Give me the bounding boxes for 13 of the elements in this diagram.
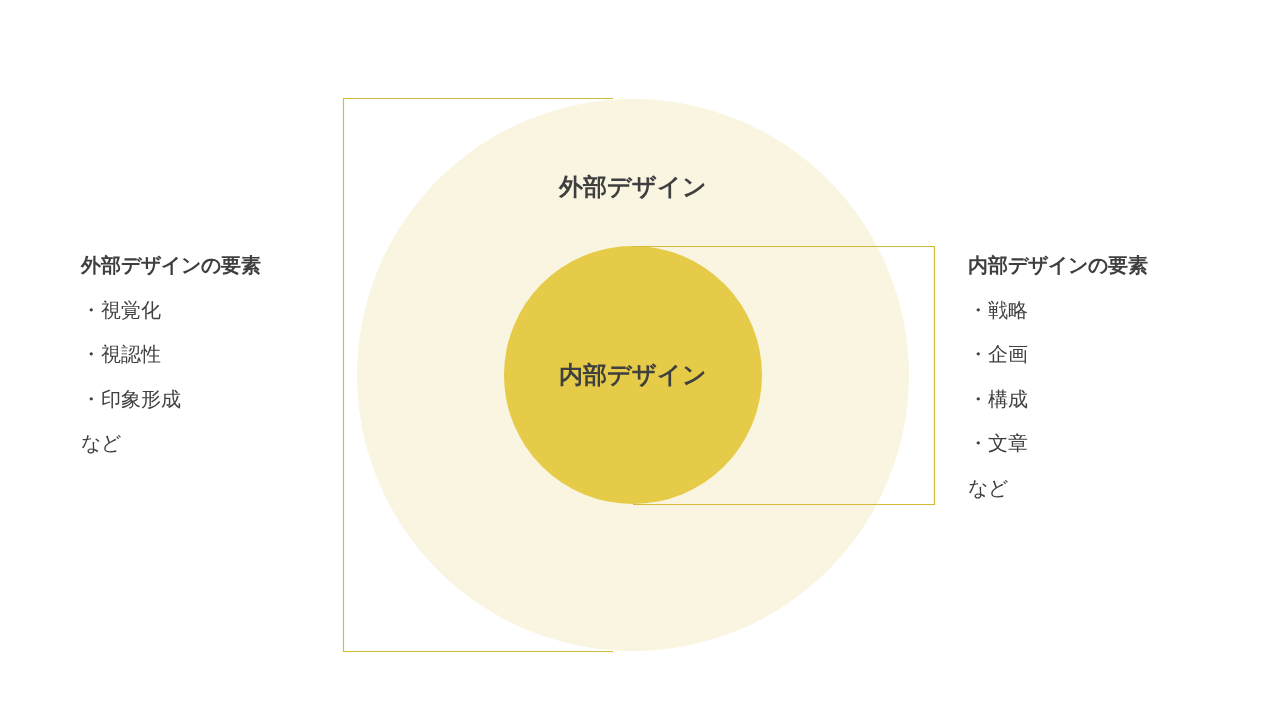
list-item: ・戦略 xyxy=(968,297,1028,324)
list-item: ・印象形成 xyxy=(81,386,181,413)
list-item: ・企画 xyxy=(968,341,1028,368)
list-item: ・視覚化 xyxy=(81,297,161,324)
list-heading: 外部デザインの要素 xyxy=(81,252,261,279)
list-heading: 内部デザインの要素 xyxy=(968,252,1148,279)
list-item: など xyxy=(968,475,1008,502)
list-item: ・構成 xyxy=(968,386,1028,413)
list-item: ・文章 xyxy=(968,430,1028,457)
circle-title: 外部デザイン xyxy=(557,172,708,203)
circle-title: 内部デザイン xyxy=(559,360,707,391)
list-item: ・視認性 xyxy=(81,341,161,368)
list-item: など xyxy=(81,430,121,457)
